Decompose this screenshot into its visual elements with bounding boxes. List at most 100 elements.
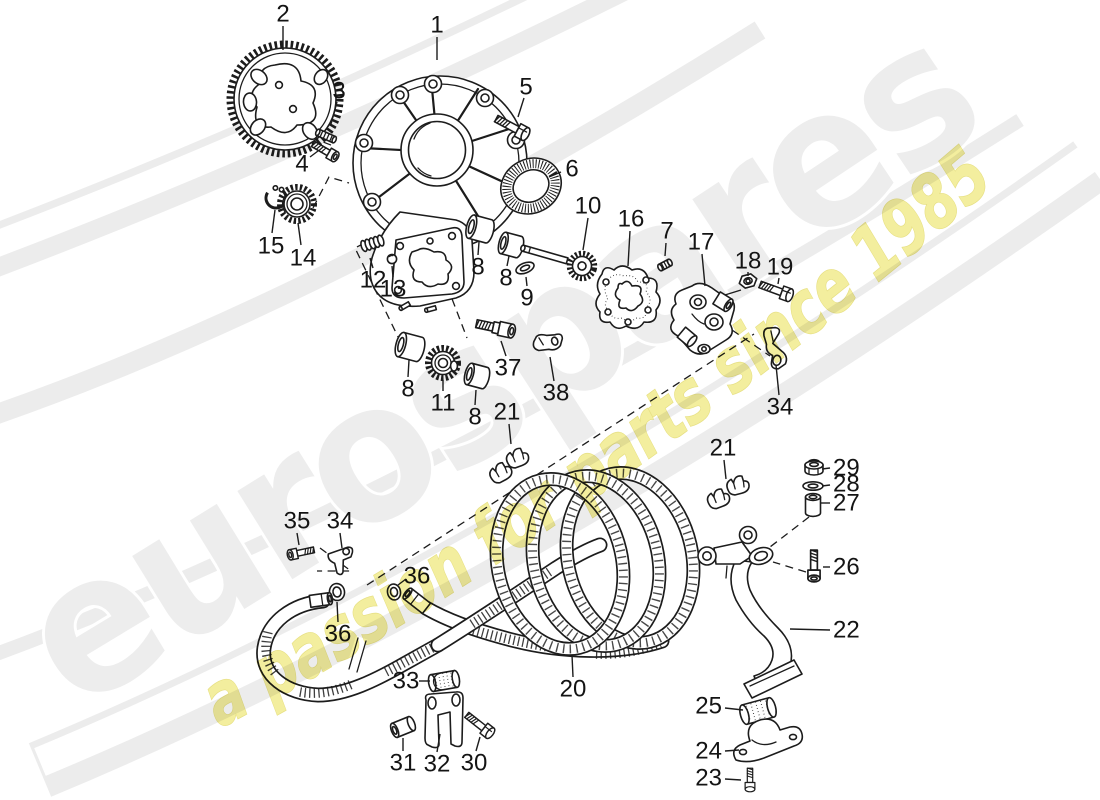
callout-11: 11 (431, 390, 456, 417)
callout-leader-6 (548, 171, 562, 178)
callout-leader-9 (525, 276, 528, 287)
callout-leader-29 (821, 467, 831, 470)
callout-19: 19 (767, 254, 794, 281)
callout-leader-21 (508, 423, 512, 445)
diagram-artwork (226, 40, 824, 793)
callout-leader-15 (271, 209, 276, 234)
callout-9: 9 (520, 285, 533, 312)
callout-leader-8 (407, 359, 410, 378)
callout-leader-24 (724, 749, 740, 752)
construction-line-5 (731, 329, 771, 357)
part-36-ring (386, 583, 402, 601)
hose-break-mark (346, 635, 368, 673)
callout-leader-13 (391, 265, 394, 278)
callout-leader-25 (724, 707, 744, 711)
callout-24: 24 (695, 738, 722, 765)
callout-15: 15 (258, 233, 285, 260)
part-23-bolt (744, 767, 756, 793)
callout-34: 34 (767, 394, 794, 421)
part-34-clamp (327, 546, 354, 576)
part-2-sprocket (226, 40, 344, 158)
construction-line-4 (366, 333, 755, 586)
callout-4: 4 (295, 151, 308, 178)
callout-8: 8 (468, 404, 481, 431)
callout-26: 26 (833, 554, 860, 581)
callout-leader-38 (549, 356, 555, 382)
callout-34: 34 (327, 508, 354, 535)
part-36-ring (328, 582, 346, 602)
callout-leader-20 (571, 654, 574, 678)
callout-leader-34 (339, 532, 343, 549)
part-13-ball (386, 253, 398, 265)
construction-line-8 (772, 561, 807, 573)
callout-leader-35 (296, 532, 300, 546)
callout-leader-30 (475, 736, 481, 752)
callout-23: 23 (695, 765, 722, 792)
callout-leader-23 (724, 778, 742, 781)
part-31-spacer (389, 715, 417, 739)
callout-35: 35 (284, 508, 311, 535)
part-6-seal (500, 157, 562, 215)
callout-leader-8 (506, 255, 510, 267)
part-7-pin (656, 258, 674, 272)
callout-leader-4 (309, 150, 319, 158)
callout-31: 31 (390, 750, 417, 777)
callout-18: 18 (735, 248, 762, 275)
part-14-gear (277, 184, 317, 224)
part-4-bolt (310, 140, 340, 163)
part-17-pump-body (670, 282, 736, 355)
callout-27: 27 (833, 490, 860, 517)
part-19-bolt (758, 280, 795, 303)
part-8-bushing (465, 214, 495, 244)
part-8-bushing (463, 362, 491, 390)
callout-leader-16 (627, 230, 631, 267)
callout-28: 28 (833, 471, 860, 498)
callout-leader-37 (500, 340, 507, 357)
callout-8: 8 (471, 254, 484, 281)
part-27-sleeve (804, 492, 822, 518)
callout-21: 21 (494, 399, 521, 426)
callout-20: 20 (560, 676, 587, 703)
part-1-pump-cover (352, 74, 528, 314)
callout-leader-17 (701, 253, 706, 287)
callout-21: 21 (710, 435, 737, 462)
part-28-washer (802, 481, 824, 491)
callout-1: 1 (430, 12, 443, 39)
callout-leader-10 (582, 217, 589, 251)
part-21-clamps (489, 447, 530, 484)
part-18-nut (738, 273, 758, 289)
part-30-bolt (463, 711, 496, 740)
callout-29: 29 (833, 455, 860, 482)
callout-leader-5 (517, 97, 525, 118)
callout-36: 36 (404, 563, 431, 590)
part-3-pin (314, 128, 338, 144)
callout-25: 25 (695, 693, 722, 720)
part-11-gear (425, 345, 461, 381)
callout-36: 36 (325, 621, 352, 648)
part-32-clevis (424, 691, 464, 749)
callout-2: 2 (276, 1, 289, 28)
callout-leader-8 (474, 389, 477, 406)
part-10-shaft (519, 244, 598, 282)
callout-16: 16 (618, 206, 645, 233)
part-35-bolt (286, 546, 316, 561)
part-22-bracket (697, 525, 803, 699)
callout-8: 8 (499, 265, 512, 292)
construction-line-6 (317, 547, 353, 572)
callout-6: 6 (565, 156, 578, 183)
callout-14: 14 (290, 245, 317, 272)
callout-37: 37 (495, 355, 522, 382)
part-5-bolt (493, 114, 531, 142)
callout-10: 10 (575, 193, 602, 220)
callout-leader-36 (336, 601, 339, 623)
callout-8: 8 (401, 376, 414, 403)
callout-leader-22 (789, 628, 831, 631)
callout-30: 30 (461, 750, 488, 777)
callout-leader-14 (297, 222, 302, 246)
part-21-clamps (706, 475, 750, 510)
callout-leader-34 (775, 364, 780, 396)
part-37-valve (474, 318, 517, 339)
callout-12: 12 (360, 267, 387, 294)
construction-line-7 (769, 516, 810, 548)
